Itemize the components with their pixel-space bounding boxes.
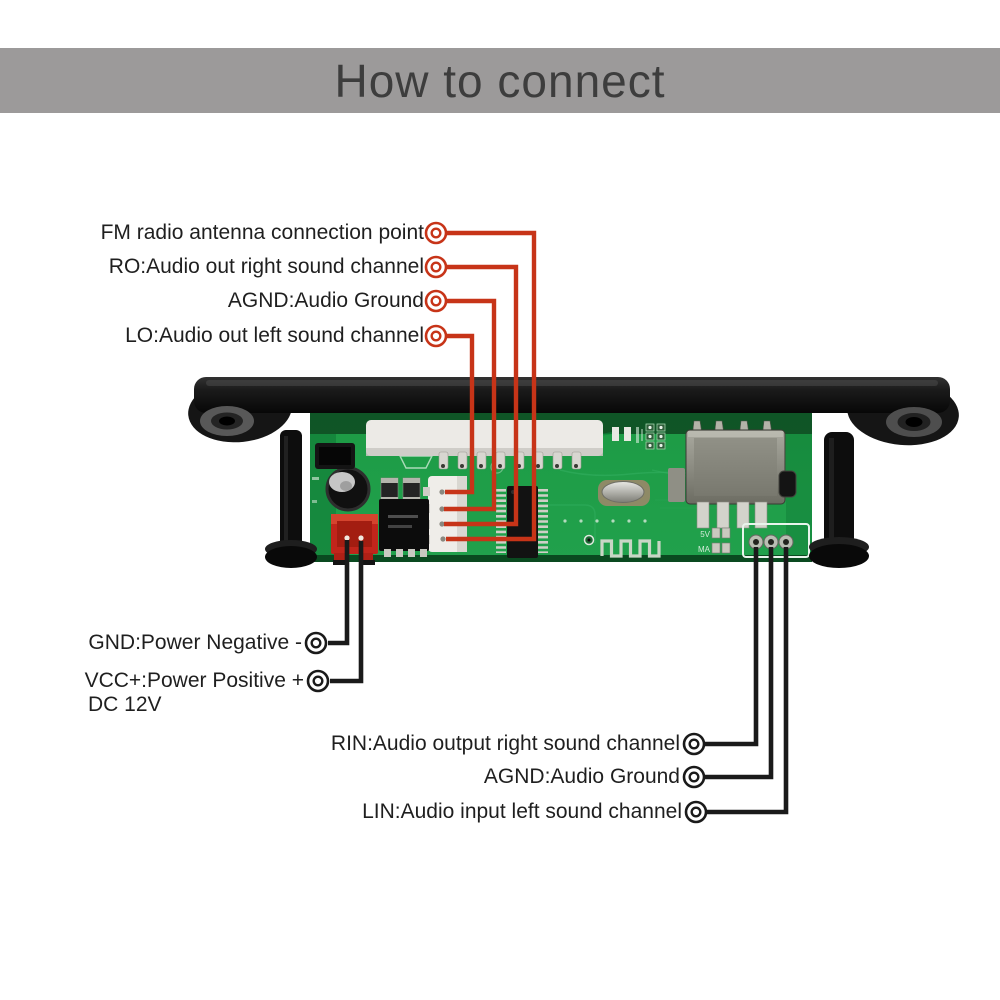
connection-point-icon bbox=[682, 765, 706, 789]
callout-gnd: GND:Power Negative - bbox=[88, 631, 302, 654]
main-pin-header bbox=[366, 420, 603, 470]
smd-capacitors bbox=[612, 427, 631, 441]
screw-hole-left bbox=[200, 406, 254, 436]
connection-point-icon bbox=[424, 324, 448, 348]
connection-point-icon bbox=[424, 255, 448, 279]
callout-lin: LIN:Audio input left sound channel bbox=[362, 800, 682, 823]
connection-point-icon bbox=[684, 800, 708, 824]
mounting-post-right bbox=[809, 432, 869, 568]
mounting-post-left bbox=[265, 430, 317, 568]
black-connection-point-icons bbox=[304, 631, 708, 824]
red-leader-lines bbox=[444, 230, 537, 542]
header-pins bbox=[438, 451, 582, 470]
leader-line-vcc bbox=[330, 541, 364, 684]
leader-line-rin bbox=[705, 547, 759, 747]
inductor bbox=[315, 443, 355, 469]
callout-agnd-bottom: AGND:Audio Ground bbox=[483, 765, 680, 788]
black-leader-lines bbox=[328, 540, 789, 815]
red-connection-point-icons bbox=[424, 221, 448, 348]
page-title: How to connect bbox=[334, 54, 666, 107]
silkscreen-5v-label: 5V bbox=[700, 530, 710, 539]
silkscreen-ma-label: MA bbox=[698, 545, 711, 554]
crystal-oscillator bbox=[598, 480, 650, 506]
connection-point-icon bbox=[682, 732, 706, 756]
aux-pads: 5V MA bbox=[698, 527, 731, 554]
title-bar: How to connect bbox=[0, 48, 1000, 113]
connection-point-icon bbox=[424, 221, 448, 245]
pad-grid bbox=[645, 423, 666, 450]
callout-fm-antenna: FM radio antenna connection point bbox=[100, 221, 424, 244]
leader-line-gnd bbox=[328, 540, 350, 646]
regulator-chip bbox=[379, 499, 429, 557]
connection-point-icon bbox=[424, 289, 448, 313]
callout-dc12v: DC 12V bbox=[88, 693, 162, 716]
callout-rin: RIN:Audio output right sound channel bbox=[330, 732, 680, 755]
usb-port bbox=[668, 420, 797, 529]
leader-line-fm-antenna bbox=[446, 230, 537, 542]
screw-hole-right bbox=[886, 407, 942, 437]
leader-line-agnd-bottom bbox=[705, 547, 774, 780]
callout-lo: LO:Audio out left sound channel bbox=[125, 324, 424, 347]
leader-line-lo bbox=[445, 333, 475, 495]
connection-point-icon bbox=[306, 669, 330, 693]
power-connector bbox=[331, 514, 378, 565]
callout-ro: RO:Audio out right sound channel bbox=[108, 255, 424, 278]
leader-line-agnd-top bbox=[444, 298, 497, 512]
electrolytic-capacitor bbox=[325, 466, 371, 512]
pcb-antenna-trace bbox=[600, 539, 661, 558]
mounting-bracket bbox=[188, 377, 959, 446]
callout-agnd-top: AGND:Audio Ground bbox=[227, 289, 424, 312]
audio-input-pads bbox=[742, 523, 810, 558]
leader-line-lin bbox=[707, 547, 789, 815]
leader-line-ro bbox=[444, 264, 519, 527]
callout-vcc: VCC+:Power Positive + bbox=[84, 669, 304, 692]
connection-point-icon bbox=[304, 631, 328, 655]
id-test-pad bbox=[583, 534, 595, 546]
